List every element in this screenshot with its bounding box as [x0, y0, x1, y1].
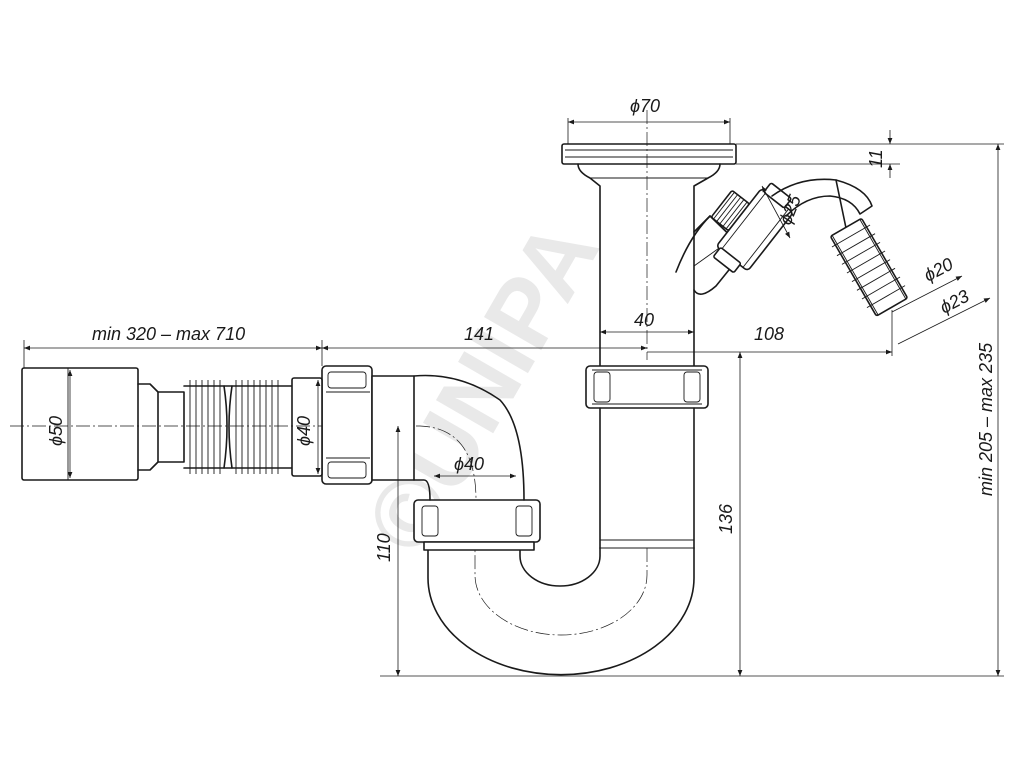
dim-hose-inner: ϕ20: [920, 254, 956, 286]
outlet-nut: [321, 365, 415, 485]
dim-tube-diameter: 40: [634, 310, 654, 330]
corrugated-extension: [21, 367, 323, 481]
sink-drain: [561, 143, 737, 367]
outlet-elbow: [372, 374, 525, 501]
u-trap: [427, 520, 695, 676]
dim-outlet-large: ϕ50: [46, 416, 66, 446]
dim-trap-height-low: 110: [374, 533, 394, 562]
dim-bowl-diameter: ϕ70: [630, 96, 660, 116]
dim-extension-length: min 320 – max 710: [92, 324, 245, 344]
trap-nut: [413, 499, 541, 551]
tube-nut: [585, 365, 709, 409]
dim-trap-height-high: 136: [716, 503, 736, 534]
hose-nozzle: [771, 178, 908, 317]
corrugation: [183, 380, 293, 474]
dim-branch-offset: 108: [754, 324, 784, 344]
dim-outlet-small: ϕ40: [294, 416, 314, 446]
dim-outlet-offset: 141: [464, 324, 494, 344]
dim-trap-diameter: ϕ40: [454, 454, 484, 474]
dim-hose-outer: ϕ23: [936, 286, 972, 318]
dimension-lines: [23, 118, 1004, 677]
dim-rim-height: 11: [866, 149, 886, 168]
trap-riser: [599, 407, 695, 549]
dimension-labels: ϕ70 11 ϕ25 ϕ20 ϕ23 40 108 min 320 – max …: [46, 96, 996, 562]
dim-total-height: min 205 – max 235: [976, 342, 996, 496]
